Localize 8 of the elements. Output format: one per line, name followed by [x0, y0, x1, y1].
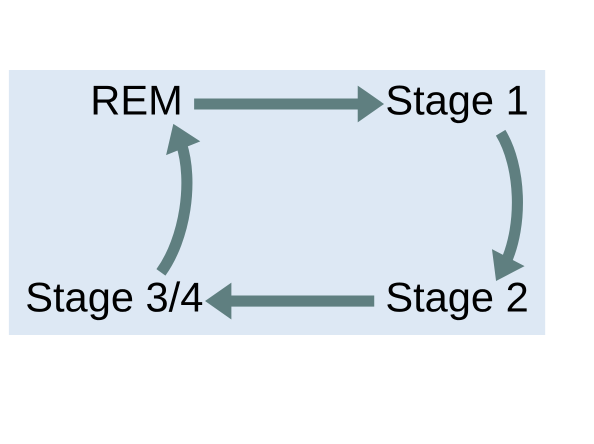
arrow — [492, 130, 525, 280]
node-text: REM — [90, 76, 183, 123]
arrow — [194, 85, 384, 122]
node-text: Stage 2 — [385, 272, 529, 320]
node-text: Stage 3/4 — [25, 272, 204, 320]
node-text: Stage 1 — [385, 76, 529, 123]
arrow — [205, 282, 374, 319]
arrow — [156, 123, 200, 275]
